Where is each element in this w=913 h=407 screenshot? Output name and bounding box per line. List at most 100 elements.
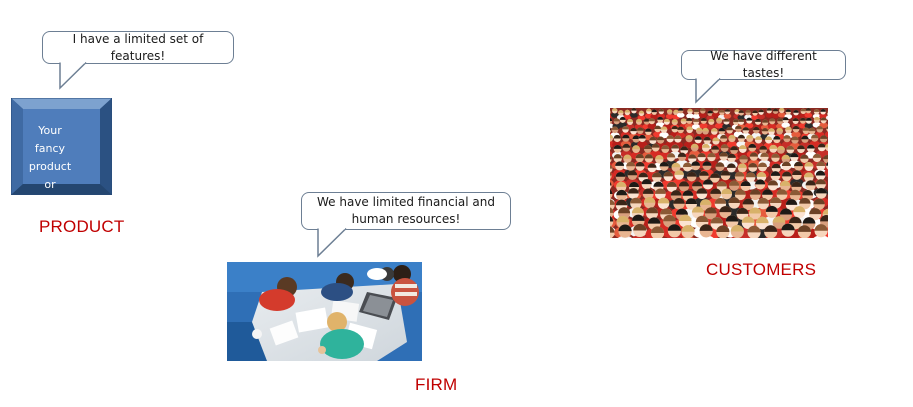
crowd-hair — [765, 136, 773, 140]
crowd-hair — [638, 172, 649, 178]
crowd-hair — [757, 197, 769, 204]
crowd-hair — [799, 117, 807, 121]
crowd-hair — [748, 143, 757, 148]
crowd-hair — [762, 119, 769, 123]
crowd-hair — [643, 197, 656, 203]
crowd-hair — [745, 172, 756, 178]
crowd-shirt — [698, 112, 707, 118]
crowd-shirt — [706, 124, 716, 130]
crowd-hair — [632, 145, 641, 150]
crowd-hair — [813, 198, 825, 205]
crowd-hair — [610, 118, 613, 121]
crowd-hair — [635, 118, 642, 122]
crowd-shirt — [630, 112, 638, 118]
crowd-hair — [749, 207, 761, 214]
customers-bubble-tail — [695, 77, 721, 104]
crowd-hair — [799, 197, 811, 204]
crowd-shirt — [714, 122, 724, 129]
crowd-shirt — [610, 151, 613, 158]
crowd-hair — [623, 154, 632, 159]
crowd-hair — [782, 117, 789, 121]
crowd-hair — [686, 126, 693, 130]
crowd-hair — [647, 163, 657, 168]
crowd-hair — [746, 117, 753, 121]
crowd-hair — [741, 216, 755, 223]
crowd-hair — [691, 206, 704, 213]
crowd-hair — [785, 126, 792, 130]
crowd-hair — [627, 170, 638, 176]
crowd-hair — [771, 153, 780, 158]
crowd-hair — [651, 143, 660, 148]
crowd-hair — [694, 136, 702, 140]
crowd-hair — [674, 135, 682, 140]
crowd-hair — [808, 127, 816, 132]
product-label: PRODUCT — [39, 217, 125, 236]
crowd-shirt — [771, 113, 780, 119]
crowd-hair — [702, 161, 712, 166]
crowd-shirt — [610, 123, 614, 129]
crowd-hair — [610, 216, 614, 222]
crowd-hair — [718, 127, 726, 132]
crowd-hair — [797, 145, 805, 150]
crowd-hair — [613, 134, 621, 139]
crowd-hair — [770, 171, 781, 176]
crowd-hair — [693, 109, 700, 112]
crowd-hair — [730, 224, 744, 232]
crowd-hair — [699, 224, 713, 231]
crowd-hair — [628, 181, 640, 188]
crowd-hair — [616, 215, 630, 223]
crowd-hair — [820, 215, 828, 222]
crowd-shirt — [798, 122, 808, 129]
crowd-hair — [816, 161, 826, 167]
crowd-hair — [801, 135, 809, 140]
crowd-shirt — [744, 122, 754, 129]
crowd-hair — [667, 224, 682, 231]
crowd-hair — [612, 108, 618, 111]
crowd-hair — [660, 208, 673, 215]
crowd-hair — [748, 162, 758, 168]
crowd-hair — [696, 188, 708, 194]
crowd-hair — [630, 197, 642, 204]
firm-bubble-text-line2: human resources! — [351, 212, 461, 226]
crowd-hair — [702, 127, 709, 132]
crowd-hair — [797, 225, 812, 232]
crowd-hair — [758, 109, 764, 113]
crowd-hair — [610, 164, 613, 169]
crowd-hair — [780, 180, 791, 186]
crowd-hair — [610, 134, 614, 139]
crowd-hair — [752, 110, 758, 113]
crowd-shirt — [676, 112, 685, 118]
crowd-hair — [754, 136, 763, 140]
crowd-shirt — [804, 122, 814, 129]
crowd-hair — [781, 161, 791, 167]
team-meeting-photo-icon — [227, 262, 422, 361]
crowd-hair — [663, 214, 676, 222]
crowd-hair — [697, 152, 706, 158]
crowd-hair — [707, 110, 713, 114]
crowd-hair — [627, 118, 634, 122]
crowd-hair — [635, 161, 645, 167]
crowd-hair — [759, 145, 768, 150]
crowd-hair — [789, 189, 801, 196]
crowd-hair — [700, 108, 706, 111]
crowd-hair — [738, 118, 745, 122]
crowd-hair — [793, 109, 799, 113]
crowd-shirt — [819, 113, 827, 119]
crowd-hair — [650, 226, 665, 234]
crowd-hair — [755, 179, 766, 185]
crowd-hair — [825, 162, 828, 166]
crowd-hair — [777, 118, 784, 122]
crowd-hair — [776, 127, 783, 132]
crowd-hair — [622, 134, 630, 139]
crowd-hair — [815, 187, 827, 194]
crowd-hair — [772, 216, 786, 223]
crowd-hair — [720, 170, 731, 176]
crowd-hair — [711, 145, 720, 150]
crowd-hair — [800, 154, 809, 159]
crowd-hair — [760, 152, 769, 157]
crowd-hair — [610, 199, 615, 205]
crowd-hair — [770, 197, 782, 203]
crowd-hair — [805, 108, 812, 111]
crowd-hair — [678, 214, 692, 222]
crowd-hair — [610, 110, 611, 113]
